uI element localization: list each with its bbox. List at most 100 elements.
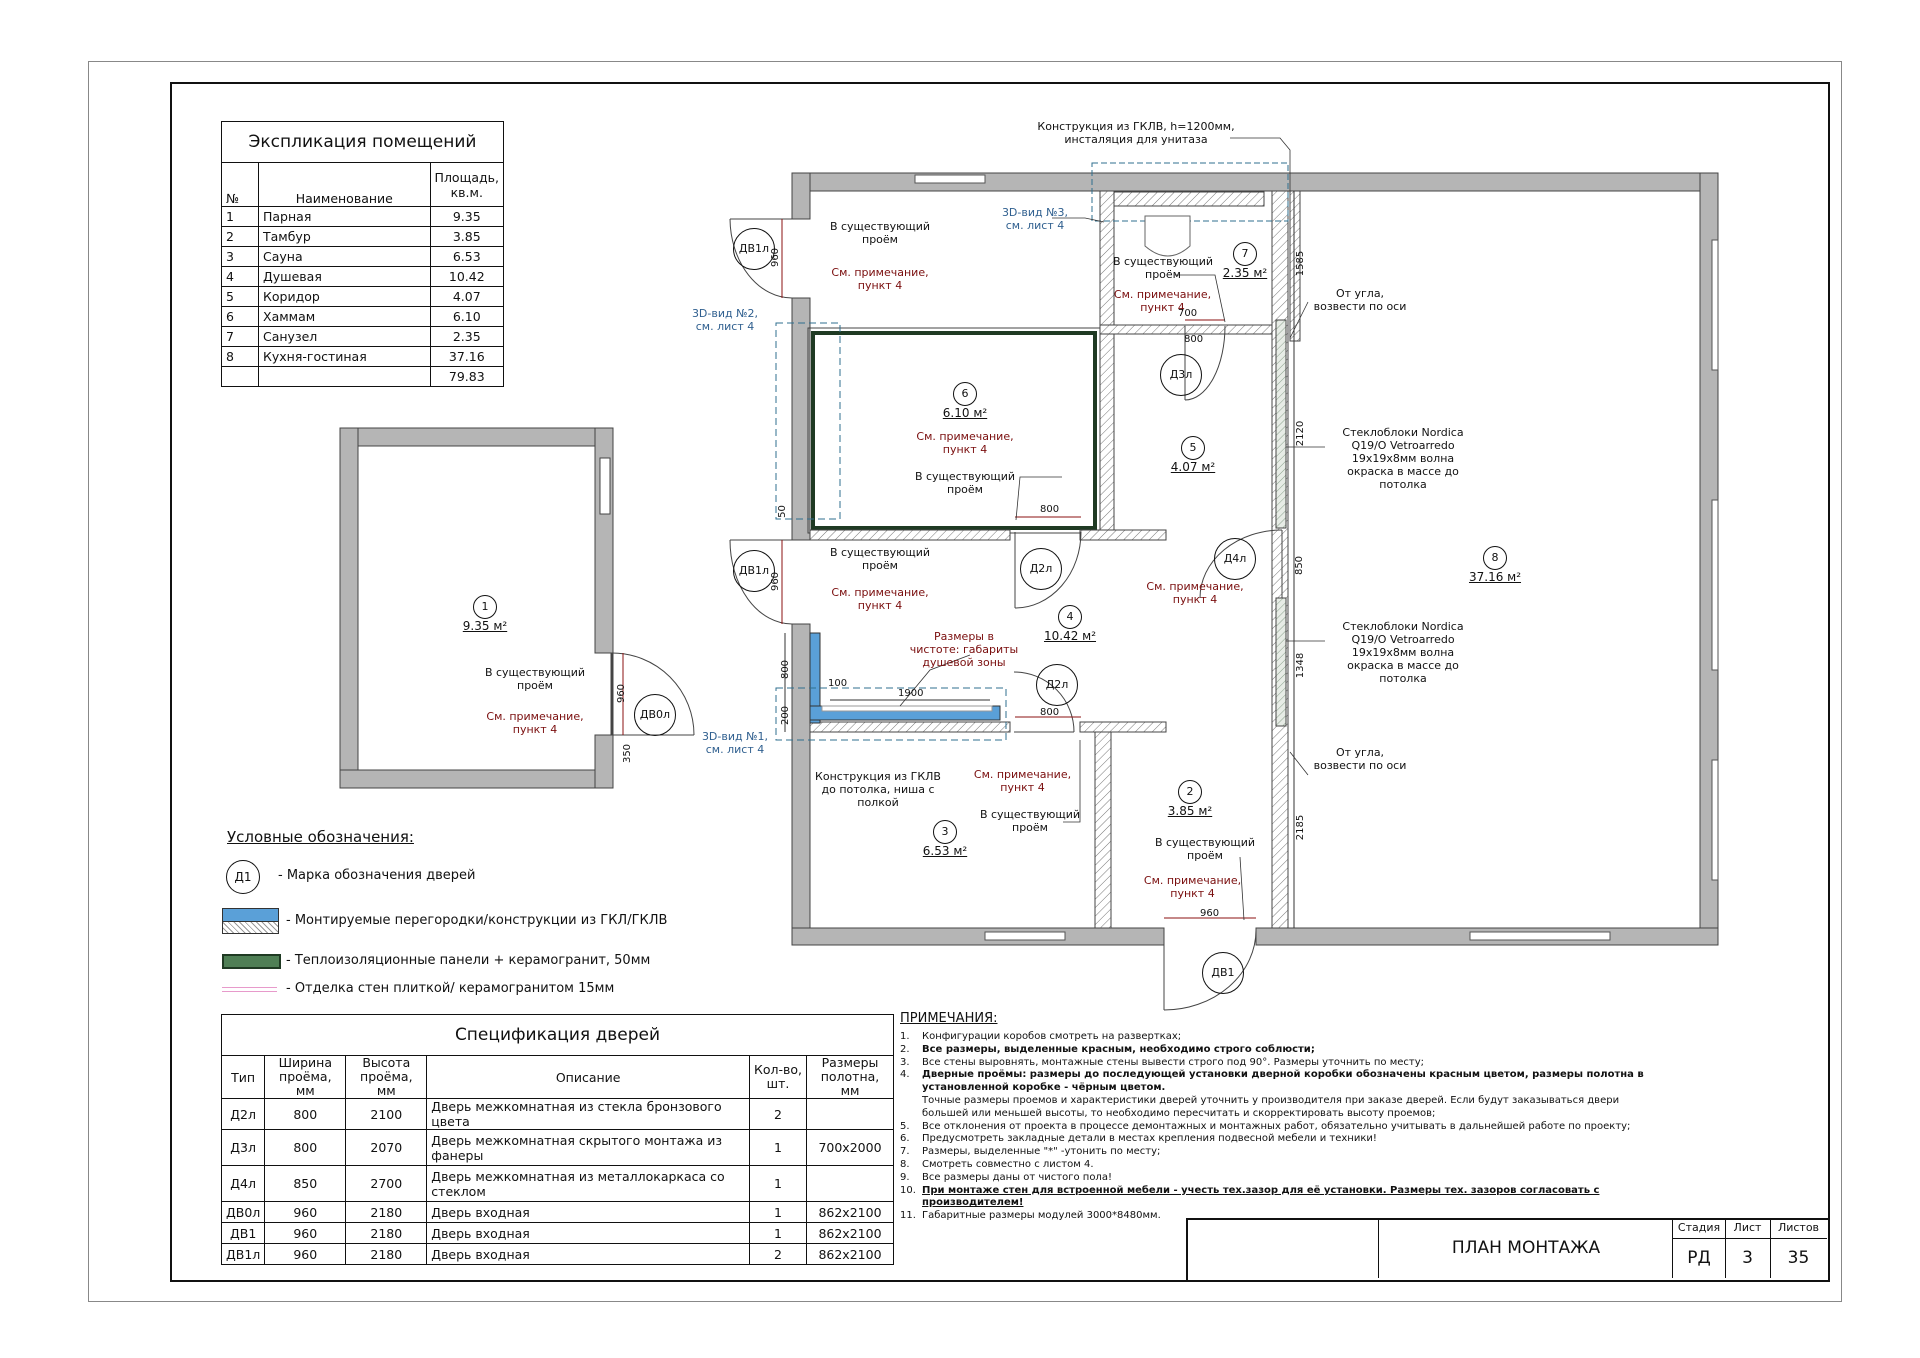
cell: ДВ0л bbox=[220, 1201, 266, 1223]
sheet-label: Лист bbox=[1725, 1218, 1771, 1239]
note-text: Габаритные размеры модулей 3000*8480мм. bbox=[922, 1210, 1161, 1222]
legend-swatch-insulation bbox=[222, 954, 281, 969]
room-area: 10.42 м² bbox=[1043, 629, 1097, 643]
cell: Дверь межкомнатная из стекла бронзового … bbox=[426, 1098, 750, 1130]
table-row-total: 79.83 bbox=[221, 366, 505, 387]
cell: 9.35 bbox=[429, 206, 505, 227]
cell: ДВ1 bbox=[220, 1222, 266, 1244]
dim-960-d: 960 bbox=[1200, 908, 1220, 919]
note-text: Предусмотреть закладные детали в местах … bbox=[922, 1133, 1377, 1145]
room-num-circle: 7 bbox=[1233, 242, 1257, 266]
legend-item-door-mark: - Марка обозначения дверей bbox=[278, 868, 476, 883]
note-item: 8.Смотреть совместно с листом 4. bbox=[900, 1159, 1660, 1172]
cell: 800 bbox=[264, 1129, 347, 1166]
cell: Д2л bbox=[220, 1098, 266, 1130]
dimension-lines-black bbox=[784, 191, 1295, 928]
note-number: 3. bbox=[900, 1056, 910, 1068]
note-construction-niche: Конструкция из ГКЛВ до потолка, ниша с п… bbox=[815, 770, 941, 809]
note-3d-view-2: 3D-вид №2, см. лист 4 bbox=[691, 307, 759, 333]
door-specification-table: Спецификация дверей Тип Ширина проёма, м… bbox=[220, 1014, 894, 1265]
note-glass-blocks-bottom: Стеклоблоки Nordica Q19/O Vetroarredo 19… bbox=[1342, 620, 1464, 685]
room-area: 3.85 м² bbox=[1167, 804, 1213, 818]
room-table-header-name: Наименование bbox=[258, 162, 431, 207]
note-number: 9. bbox=[900, 1171, 910, 1183]
cell: 1 bbox=[749, 1201, 807, 1223]
cell: 8 bbox=[221, 346, 259, 367]
room-label-7: 7 2.35 м² bbox=[1215, 242, 1275, 280]
note-shower-dims: Размеры в чистоте: габариты душевой зоны bbox=[909, 630, 1019, 669]
room-table-header-area: Площадь, кв.м. bbox=[429, 162, 505, 207]
note-number: 11. bbox=[900, 1210, 916, 1222]
note-number: 1. bbox=[900, 1031, 910, 1042]
cell: 1 bbox=[749, 1129, 807, 1166]
note-item: 5.Все отклонения от проекта в процессе д… bbox=[900, 1121, 1660, 1134]
note-see-note: См. примечание, пункт 4 bbox=[1113, 288, 1212, 314]
cell: 1 bbox=[749, 1165, 807, 1202]
door-table-header-height: Высота проёма, мм bbox=[345, 1055, 428, 1099]
note-see-note: См. примечание, пункт 4 bbox=[1143, 874, 1242, 900]
note-3d-view-1: 3D-вид №1, см. лист 4 bbox=[701, 730, 769, 756]
cell: 2180 bbox=[345, 1222, 428, 1244]
note-see-note: См. примечание, пункт 4 bbox=[1146, 580, 1244, 606]
cell: Дверь входная bbox=[426, 1243, 750, 1265]
note-existing-opening: В существующий проём bbox=[1154, 836, 1256, 862]
room-label-4: 4 10.42 м² bbox=[1040, 605, 1100, 643]
door-mark-d4l: Д4л bbox=[1214, 538, 1256, 580]
cell: Сауна bbox=[258, 246, 431, 267]
leader-lines bbox=[899, 137, 1325, 921]
note-item: 2.Все размеры, выделенные красным, необх… bbox=[900, 1044, 1660, 1057]
cell: ДВ1л bbox=[220, 1243, 266, 1265]
legend-swatch-partition bbox=[222, 908, 279, 922]
room-num-circle: 8 bbox=[1483, 546, 1507, 570]
dim-2185: 2185 bbox=[1295, 814, 1307, 841]
legend-title: Условные обозначения: bbox=[227, 828, 414, 846]
cell: 2180 bbox=[345, 1201, 428, 1223]
cell: 2 bbox=[749, 1098, 807, 1130]
room-num-circle: 6 bbox=[953, 382, 977, 406]
sheet-value: 3 bbox=[1725, 1239, 1771, 1278]
note-see-note: См. примечание, пункт 4 bbox=[831, 586, 929, 612]
glass-blocks-wall bbox=[1275, 319, 1287, 727]
room-area: 37.16 м² bbox=[1468, 570, 1522, 584]
note-item: 10.При монтаже стен для встроенной мебел… bbox=[900, 1185, 1660, 1211]
door-table-header-type: Тип bbox=[220, 1055, 266, 1099]
cell bbox=[806, 1165, 894, 1202]
room-1-window bbox=[599, 457, 611, 515]
room-num-circle: 2 bbox=[1178, 780, 1202, 804]
dimension-lines bbox=[622, 219, 1256, 919]
cell: Дверь входная bbox=[426, 1201, 750, 1223]
note-see-note: См. примечание, пункт 4 bbox=[831, 266, 929, 292]
note-text: Все размеры даны от чистого пола! bbox=[922, 1171, 1112, 1183]
legend-item-insulation: - Теплоизоляционные панели + керамограни… bbox=[286, 953, 651, 968]
room-label-2: 2 3.85 м² bbox=[1160, 780, 1220, 818]
dim-700: 700 bbox=[1178, 308, 1198, 319]
room-explication-table: Экспликация помещений № Наименование Пло… bbox=[221, 121, 505, 387]
note-item: 3.Все стены выровнять, монтажные стены в… bbox=[900, 1057, 1660, 1070]
note-number: 4. bbox=[900, 1069, 910, 1081]
cell: 700х2000 bbox=[806, 1129, 894, 1166]
legend-door-mark: Д1 bbox=[226, 860, 260, 894]
door-mark-dv1: ДВ1 bbox=[1202, 952, 1244, 994]
note-existing-opening: В существующий проём bbox=[829, 220, 931, 246]
cell: 4.07 bbox=[429, 286, 505, 307]
note-construction-top: Конструкция из ГКЛВ, h=1200мм, инсталяци… bbox=[1037, 120, 1235, 146]
cell: 2070 bbox=[345, 1129, 428, 1166]
room-num-circle: 4 bbox=[1058, 605, 1082, 629]
dim-960-a: 960 bbox=[770, 247, 782, 268]
room-label-6: 6 6.10 м² bbox=[935, 382, 995, 420]
cell: Дверь межкомнатная из металлокаркаса со … bbox=[426, 1165, 750, 1202]
note-text: Точные размеры проемов и характеристики … bbox=[922, 1094, 1620, 1119]
dim-1348: 1348 bbox=[1295, 652, 1307, 679]
dim-800-v: 800 bbox=[780, 659, 792, 680]
dim-1585: 1585 bbox=[1295, 250, 1307, 277]
legend-swatch-partition-hatch bbox=[222, 921, 279, 934]
dim-960-c: 960 bbox=[616, 683, 628, 704]
cell: 10.42 bbox=[429, 266, 505, 287]
note-item: Точные размеры проемов и характеристики … bbox=[900, 1095, 1660, 1121]
door-mark-dv1l-mid: ДВ1л bbox=[733, 550, 775, 592]
